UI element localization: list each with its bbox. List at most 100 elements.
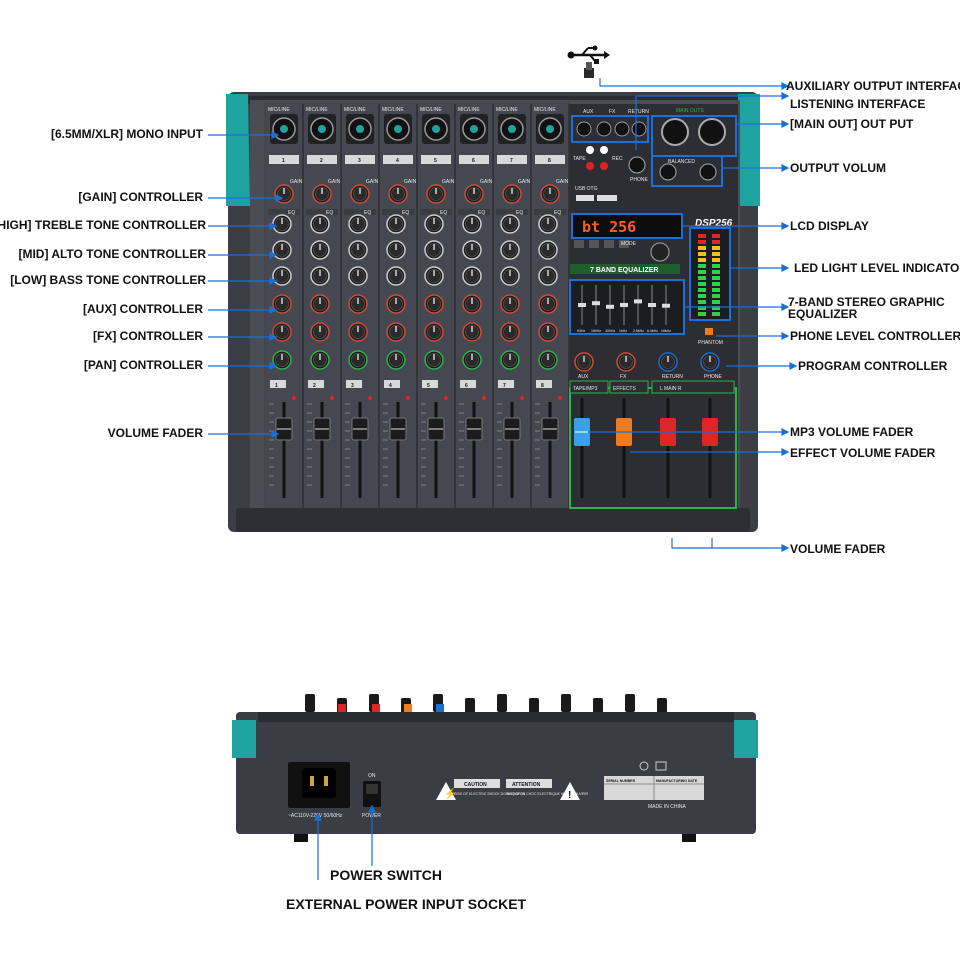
mute-button[interactable] <box>422 380 438 388</box>
high-knob[interactable] <box>310 214 330 234</box>
gain-knob[interactable] <box>540 184 560 204</box>
pan-knob[interactable] <box>462 350 482 370</box>
program-knob-label: FX <box>620 374 627 380</box>
eq-band-slider[interactable]: 16kHz <box>661 285 671 333</box>
program-knob[interactable] <box>574 352 594 372</box>
eq-band-slider[interactable]: 6.4kHz <box>647 285 658 333</box>
gain-knob[interactable] <box>350 184 370 204</box>
usb-icon <box>567 45 610 64</box>
channel-fader-cap[interactable] <box>351 417 369 441</box>
mute-button[interactable] <box>270 380 286 388</box>
mute-button[interactable] <box>384 380 400 388</box>
aux-knob[interactable] <box>348 294 368 314</box>
mid-knob[interactable] <box>538 240 558 260</box>
low-knob[interactable] <box>538 266 558 286</box>
mid-knob[interactable] <box>462 240 482 260</box>
low-knob[interactable] <box>424 266 444 286</box>
low-knob[interactable] <box>462 266 482 286</box>
program-knob-label: PHONE <box>704 374 722 380</box>
fx-knob[interactable] <box>310 322 330 342</box>
high-knob[interactable] <box>272 214 292 234</box>
high-knob[interactable] <box>500 214 520 234</box>
pan-knob[interactable] <box>272 350 292 370</box>
mp3-fader-cap[interactable] <box>574 418 590 446</box>
eq-band-slider[interactable]: 2.5kHz <box>633 285 644 333</box>
pan-knob[interactable] <box>538 350 558 370</box>
fx-knob[interactable] <box>348 322 368 342</box>
fx-knob[interactable] <box>424 322 444 342</box>
usb-otg-label: USB OTG <box>575 186 598 192</box>
combo-input-jack[interactable] <box>384 114 412 144</box>
aux-knob[interactable] <box>462 294 482 314</box>
high-knob[interactable] <box>424 214 444 234</box>
mixer-front-panel: MIC/LINE1GAINEQ1MIC/LINE2GAINEQ2MIC/LINE… <box>208 45 798 552</box>
pan-knob[interactable] <box>424 350 444 370</box>
combo-input-jack[interactable] <box>422 114 450 144</box>
gain-knob[interactable] <box>388 184 408 204</box>
fx-knob[interactable] <box>500 322 520 342</box>
fx-knob[interactable] <box>538 322 558 342</box>
mute-button[interactable] <box>460 380 476 388</box>
combo-input-jack[interactable] <box>346 114 374 144</box>
high-knob[interactable] <box>348 214 368 234</box>
eq-band-label: 1kHz <box>619 329 627 333</box>
pan-knob[interactable] <box>500 350 520 370</box>
high-knob[interactable] <box>538 214 558 234</box>
combo-input-jack[interactable] <box>536 114 564 144</box>
channel-fader-cap[interactable] <box>503 417 521 441</box>
low-knob[interactable] <box>500 266 520 286</box>
eq-band-slider[interactable]: 1kHz <box>619 285 628 333</box>
mid-knob[interactable] <box>386 240 406 260</box>
channel-number: 2 <box>320 158 323 164</box>
fx-knob[interactable] <box>386 322 406 342</box>
low-knob[interactable] <box>348 266 368 286</box>
combo-input-jack[interactable] <box>460 114 488 144</box>
channel-fader-cap[interactable] <box>427 417 445 441</box>
aux-knob[interactable] <box>310 294 330 314</box>
eq-band-slider[interactable]: 400Hz <box>605 285 615 333</box>
gain-knob[interactable] <box>312 184 332 204</box>
fx-knob[interactable] <box>462 322 482 342</box>
channel-fader-cap[interactable] <box>541 417 559 441</box>
low-knob[interactable] <box>386 266 406 286</box>
channel-fader-cap[interactable] <box>465 417 483 441</box>
program-knob[interactable] <box>700 352 720 372</box>
gain-knob[interactable] <box>502 184 522 204</box>
mute-button[interactable] <box>346 380 362 388</box>
combo-input-jack[interactable] <box>498 114 526 144</box>
program-knob[interactable] <box>658 352 678 372</box>
pan-knob[interactable] <box>310 350 330 370</box>
aux-knob[interactable] <box>538 294 558 314</box>
mute-button[interactable] <box>536 380 552 388</box>
mute-button[interactable] <box>498 380 514 388</box>
eq-band-slider[interactable]: 160Hz <box>591 285 601 333</box>
pan-knob[interactable] <box>386 350 406 370</box>
gain-knob-label: GAIN <box>480 179 493 185</box>
mid-knob[interactable] <box>272 240 292 260</box>
rear-right-side-panel <box>734 720 758 758</box>
low-knob[interactable] <box>272 266 292 286</box>
combo-input-jack[interactable] <box>308 114 336 144</box>
gain-knob[interactable] <box>426 184 446 204</box>
fx-knob[interactable] <box>272 322 292 342</box>
high-knob[interactable] <box>386 214 406 234</box>
gain-knob[interactable] <box>464 184 484 204</box>
mid-knob[interactable] <box>500 240 520 260</box>
mid-knob[interactable] <box>348 240 368 260</box>
channel-fader-cap[interactable] <box>389 417 407 441</box>
high-knob[interactable] <box>462 214 482 234</box>
aux-knob[interactable] <box>272 294 292 314</box>
mid-knob[interactable] <box>424 240 444 260</box>
mid-knob[interactable] <box>310 240 330 260</box>
eq-band-slider[interactable]: 63Hz <box>577 285 586 333</box>
aux-knob[interactable] <box>500 294 520 314</box>
aux-knob[interactable] <box>424 294 444 314</box>
low-knob[interactable] <box>310 266 330 286</box>
combo-input-jack[interactable] <box>270 114 298 144</box>
mute-button[interactable] <box>308 380 324 388</box>
aux-knob[interactable] <box>386 294 406 314</box>
pan-knob[interactable] <box>348 350 368 370</box>
channel-fader-cap[interactable] <box>313 417 331 441</box>
channel-fader-cap[interactable] <box>275 417 293 441</box>
program-knob[interactable] <box>616 352 636 372</box>
